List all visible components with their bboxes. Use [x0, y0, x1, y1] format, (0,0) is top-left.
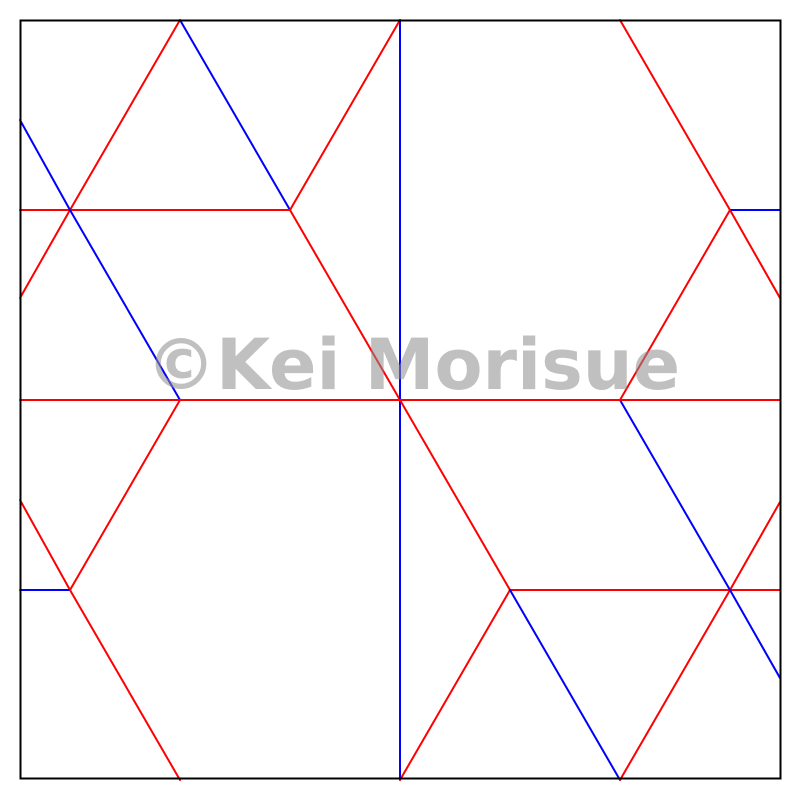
paper-border — [19, 19, 782, 780]
mountain-fold-line — [19, 499, 71, 591]
mountain-fold-line — [19, 209, 71, 299]
mountain-fold-line — [619, 209, 731, 401]
mountain-fold-line — [619, 19, 731, 211]
mountain-fold-line — [289, 209, 401, 401]
valley-fold-line — [179, 19, 291, 211]
valley-fold-line — [729, 589, 781, 679]
mountain-fold-line — [69, 589, 181, 781]
mountain-fold-line — [399, 589, 511, 781]
mountain-fold-line — [69, 19, 181, 211]
mountain-fold-line — [399, 399, 511, 591]
crease-lines — [19, 19, 781, 781]
mountain-fold-line — [729, 501, 781, 591]
mountain-fold-line — [619, 589, 731, 781]
mountain-fold-line — [729, 209, 781, 299]
mountain-fold-line — [289, 19, 401, 211]
valley-fold-line — [509, 589, 621, 781]
valley-fold-line — [19, 119, 71, 211]
mountain-fold-line — [69, 399, 181, 591]
valley-fold-line — [619, 399, 731, 591]
valley-fold-line — [69, 209, 181, 401]
